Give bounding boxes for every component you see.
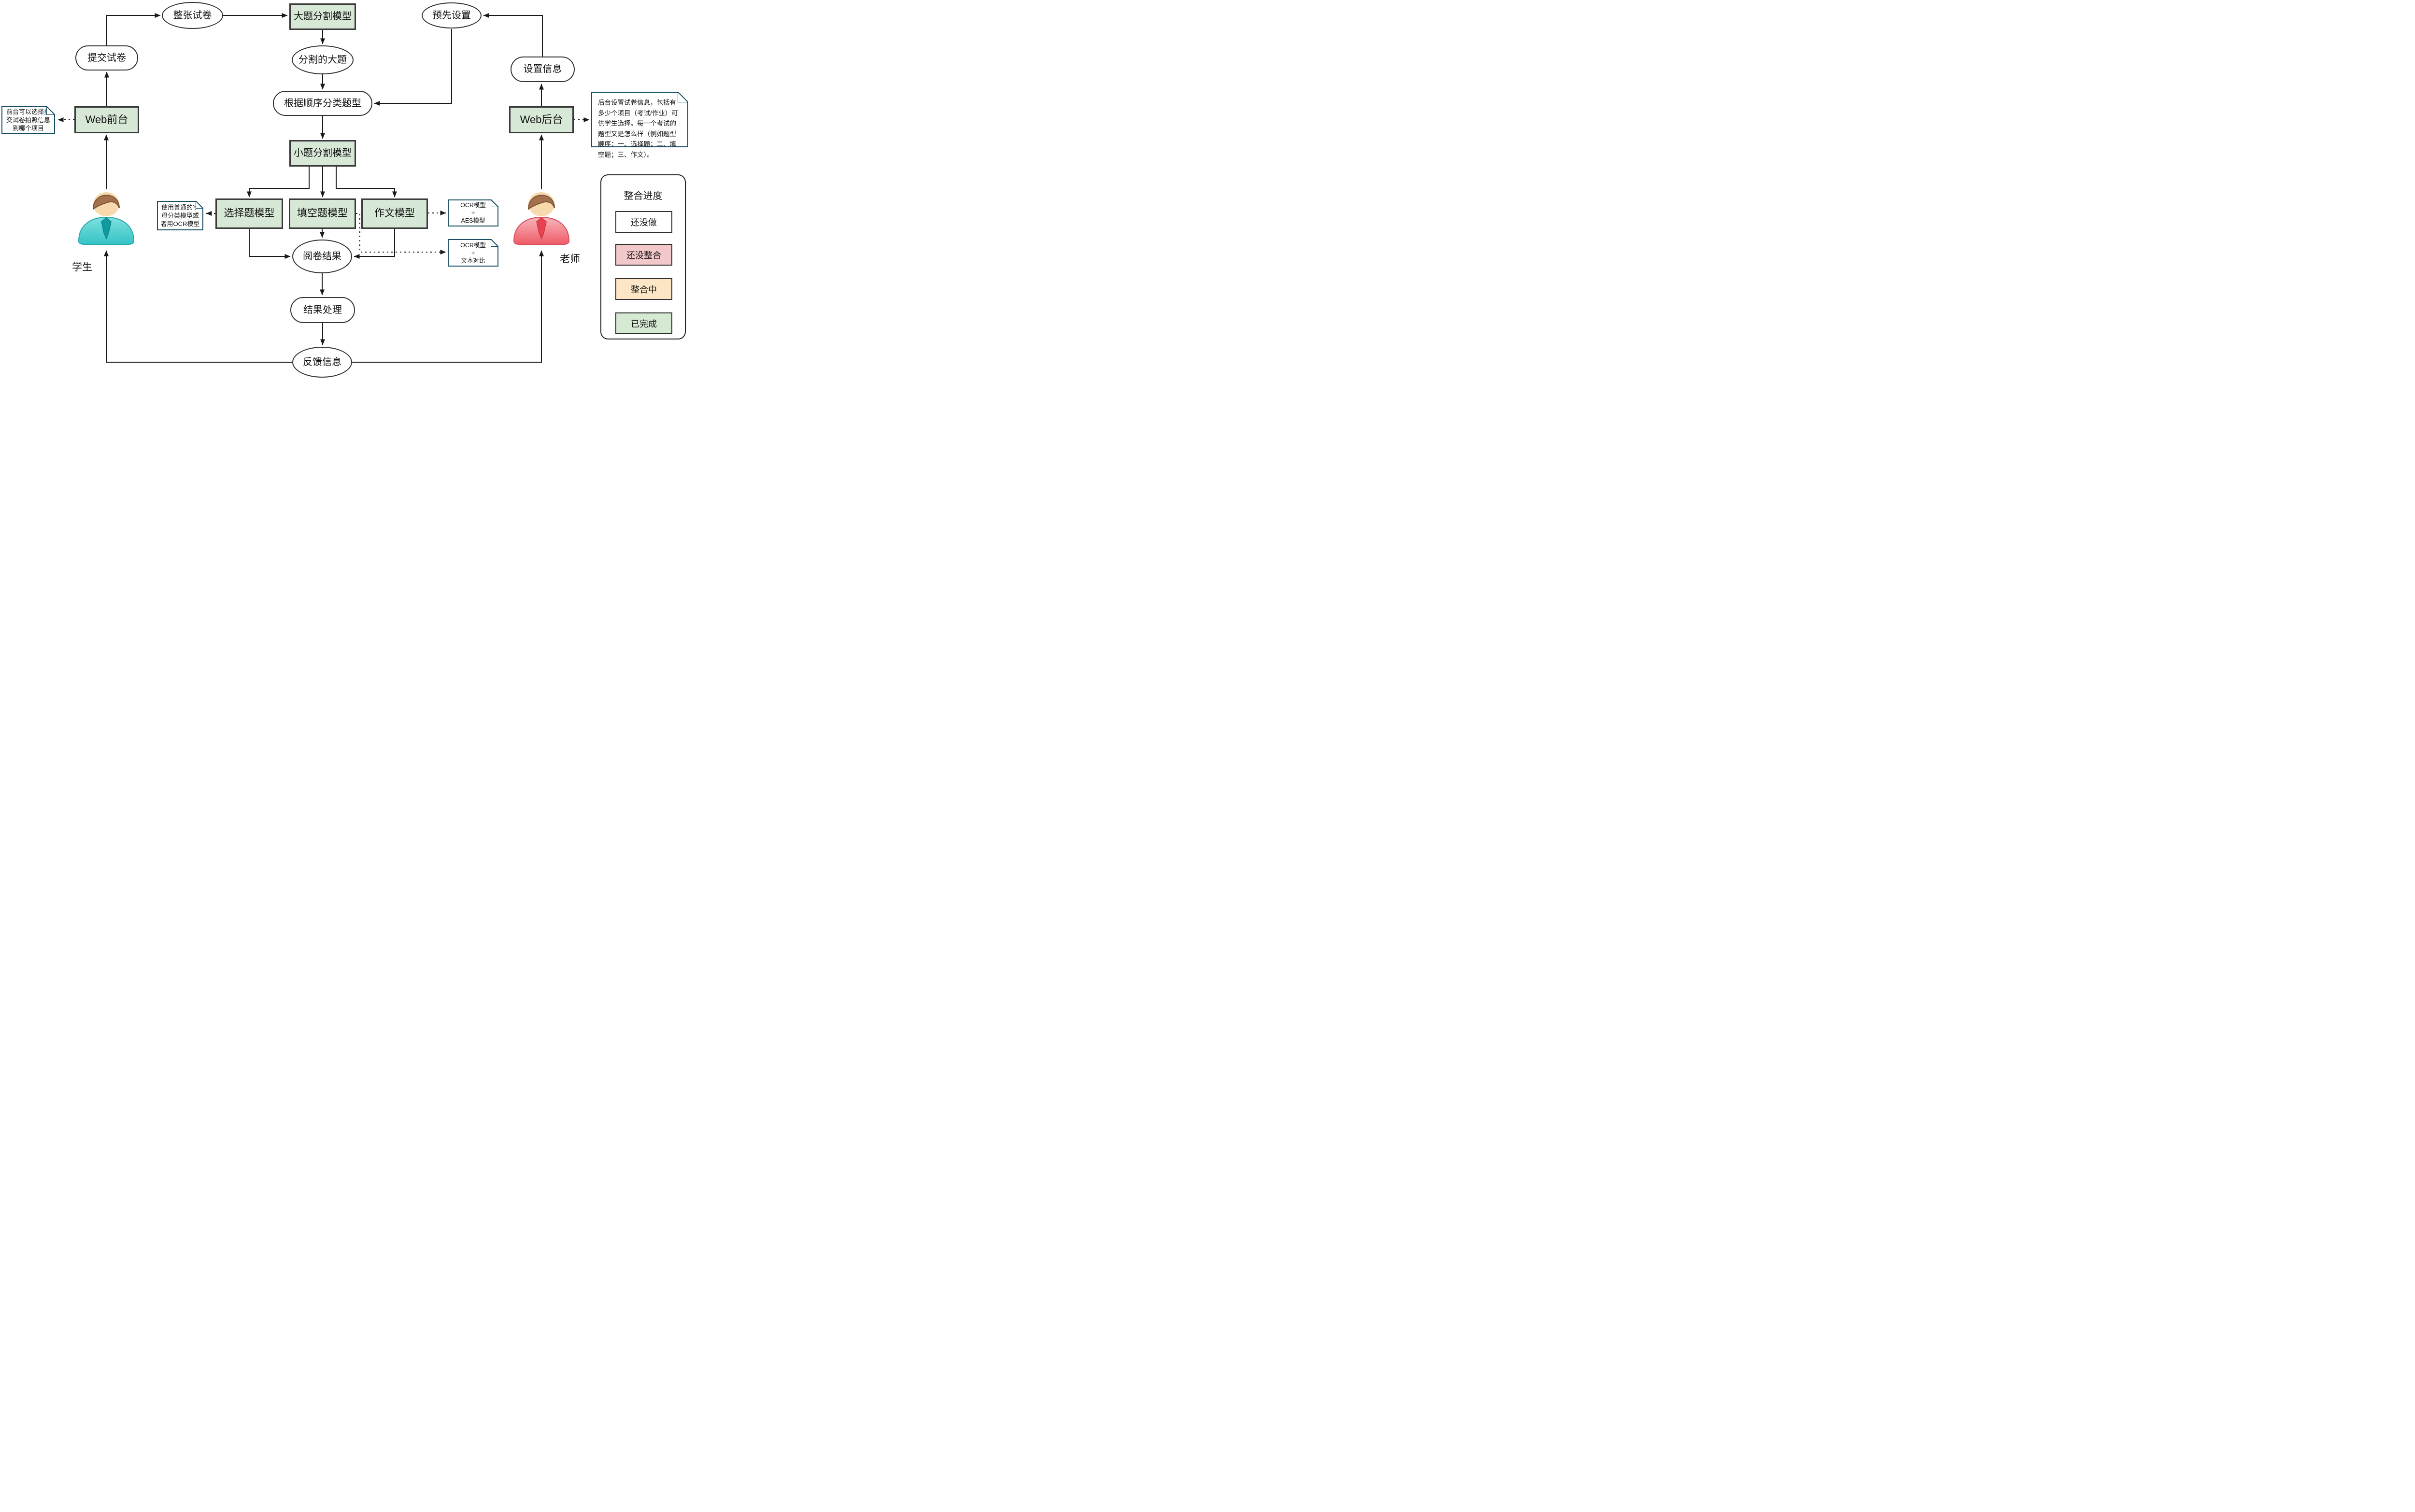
- note-frontend-text: 前台可以选择提交试卷拍照信息到哪个项目: [6, 108, 50, 132]
- note-fold-icon: [678, 92, 688, 102]
- legend-item-integrating: 整合中: [615, 278, 672, 300]
- note-fold-icon: [46, 106, 55, 115]
- node-submit-paper: 提交试卷: [75, 45, 138, 71]
- node-web-backend: Web后台: [509, 106, 574, 133]
- legend-item-not-integrated: 还没整合: [615, 244, 672, 266]
- note-choice-text: 使用普通的字母分类模型或者用OCR模型: [160, 204, 200, 227]
- node-feedback-info: 反馈信息: [292, 347, 352, 378]
- edge-settings-to-preset: [483, 13, 543, 57]
- edge-blank-to-ocr-note: [356, 213, 446, 254]
- legend-integration-progress: 整合进度 还没做 还没整合 整合中 已完成: [600, 174, 686, 339]
- node-preset: 预先设置: [422, 2, 482, 28]
- legend-title: 整合进度: [624, 191, 663, 201]
- node-result-processing: 结果处理: [290, 297, 355, 323]
- note-frontend: 前台可以选择提交试卷拍照信息到哪个项目: [1, 106, 55, 134]
- legend-item-not-done: 还没做: [615, 211, 672, 233]
- teacher-icon: [513, 192, 570, 245]
- student-icon: [78, 192, 135, 245]
- node-small-question-split-model: 小题分割模型: [289, 140, 356, 167]
- node-grading-result: 阅卷结果: [292, 240, 352, 273]
- note-backend-text: 后台设置试卷信息，包括有多少个项目（考试/作业）可供学生选择。每一个考试的题型又…: [598, 99, 678, 158]
- teacher-label: 老师: [560, 254, 580, 265]
- edge-submit-to-wholepaper: [106, 13, 161, 45]
- edge-feedback-to-student: [104, 250, 292, 363]
- edge-feedback-to-teacher: [352, 250, 544, 363]
- node-settings-info: 设置信息: [511, 57, 575, 82]
- edges-layer: [57, 13, 590, 363]
- student-label: 学生: [72, 262, 92, 273]
- node-split-big-questions: 分割的大题: [292, 45, 354, 74]
- node-essay-model: 作文模型: [361, 198, 428, 229]
- legend-item-completed: 已完成: [615, 312, 672, 334]
- edge-preset-to-classify: [374, 29, 452, 106]
- edge-smallsplit-to-choice: [247, 167, 310, 198]
- node-blank-model: 填空题模型: [289, 198, 356, 229]
- note-choice-model: 使用普通的字母分类模型或者用OCR模型: [157, 201, 203, 230]
- edge-essay-to-grading: [354, 229, 395, 259]
- node-whole-paper: 整张试卷: [162, 2, 223, 29]
- edge-choice-to-grading: [249, 229, 291, 259]
- node-web-frontend: Web前台: [74, 106, 139, 133]
- note-essay-ocr-aes-text: OCR模型 + AES模型: [460, 202, 486, 224]
- note-blank-ocr-compare-text: OCR模型 + 文本对比: [460, 241, 486, 264]
- node-classify-by-order: 根据顺序分类题型: [273, 91, 372, 116]
- note-essay-ocr-aes: OCR模型 + AES模型: [448, 199, 498, 226]
- note-fold-icon: [196, 201, 203, 209]
- flowchart-canvas: 整张试卷 大题分割模型 预先设置 提交试卷 分割的大题 设置信息 根据顺序分类题…: [0, 0, 693, 378]
- node-choice-model: 选择题模型: [215, 198, 283, 229]
- note-fold-icon: [491, 199, 498, 207]
- note-fold-icon: [491, 239, 498, 247]
- note-blank-ocr-compare: OCR模型 + 文本对比: [448, 239, 498, 267]
- note-backend: 后台设置试卷信息，包括有多少个项目（考试/作业）可供学生选择。每一个考试的题型又…: [591, 92, 688, 158]
- node-big-question-split-model: 大题分割模型: [289, 3, 356, 30]
- edge-smallsplit-to-essay: [336, 167, 397, 198]
